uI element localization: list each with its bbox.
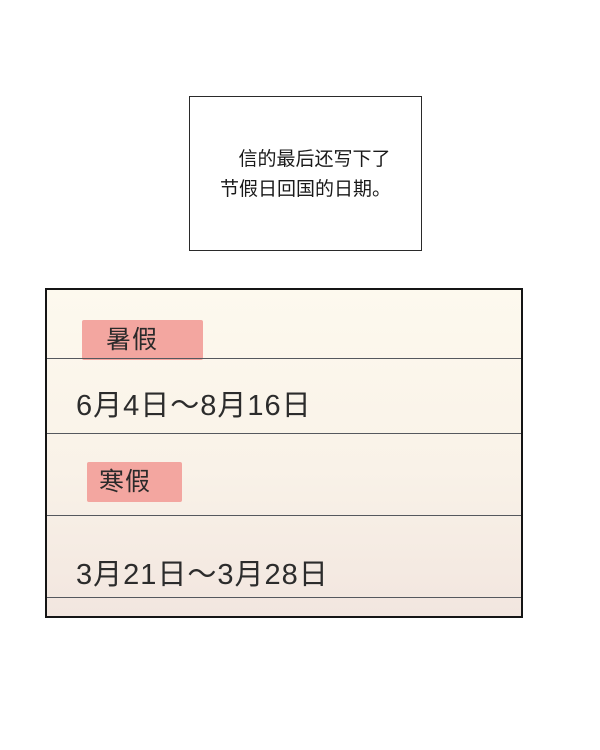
holiday-dates-panel: 暑假 6月4日～8月16日 寒假 3月21日～3月28日 <box>45 288 523 618</box>
divider-line <box>47 358 521 359</box>
winter-vacation-dates: 3月21日～3月28日 <box>76 559 329 591</box>
divider-line <box>47 433 521 434</box>
summer-vacation-dates: 6月4日～8月16日 <box>76 390 312 422</box>
speech-caption-box: 信的最后还写下了 节假日回国的日期。 <box>189 96 422 251</box>
divider-line <box>47 597 521 598</box>
caption-line-1: 信的最后还写下了 <box>238 147 391 170</box>
caption-line-2: 节假日回国的日期。 <box>219 177 391 200</box>
winter-vacation-label: 寒假 <box>87 462 182 502</box>
divider-line <box>47 515 521 516</box>
summer-vacation-label: 暑假 <box>82 320 203 360</box>
